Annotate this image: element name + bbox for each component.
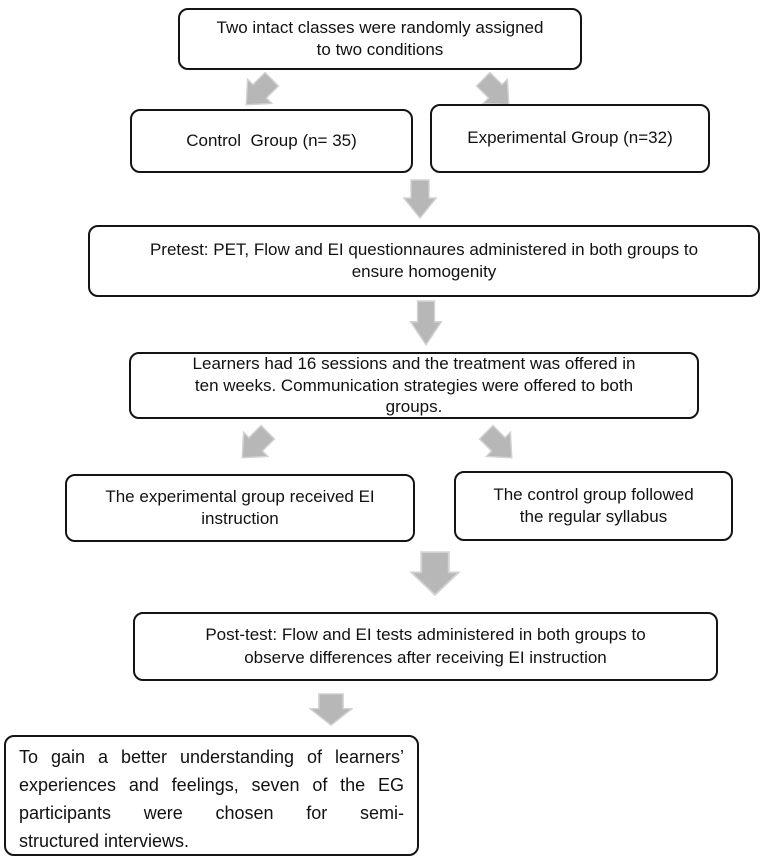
arrow-down-icon: [410, 551, 460, 596]
node-eg-instruction-label: The experimental group received EI instr…: [105, 486, 375, 528]
arrow-down-left-icon: [241, 424, 276, 459]
arrow-down-icon: [402, 179, 438, 219]
node-interviews-line: experiences and feelings, seven of the E…: [19, 775, 404, 795]
node-cg-syllabus-label: The control group followed the regular s…: [493, 484, 694, 526]
node-treatment-label: Learners had 16 sessions and the treatme…: [192, 353, 636, 417]
node-interviews-line: participants were chosen for semi-: [19, 803, 404, 823]
arrow-down-icon: [309, 693, 353, 726]
node-posttest-label: Post-test: Flow and EI tests administere…: [205, 625, 646, 667]
node-treatment: Learners had 16 sessions and the treatme…: [129, 352, 699, 419]
arrow-down-right-icon: [478, 424, 513, 459]
arrow-down-left-icon: [245, 71, 280, 106]
node-control-group: Control Group (n= 35): [130, 109, 413, 173]
node-random-assignment-label: Two intact classes were randomly assigne…: [216, 17, 544, 59]
node-random-assignment: Two intact classes were randomly assigne…: [178, 8, 582, 70]
node-pretest: Pretest: PET, Flow and EI questionnaures…: [88, 225, 760, 297]
node-cg-syllabus: The control group followed the regular s…: [454, 471, 733, 541]
node-eg-instruction: The experimental group received EI instr…: [65, 474, 415, 542]
node-control-group-label: Control Group (n= 35): [186, 130, 357, 150]
arrow-down-icon: [409, 300, 443, 346]
node-interviews-line: To gain a better understanding of learne…: [19, 747, 404, 767]
arrow-down-right-icon: [475, 71, 510, 106]
node-experimental-group-label: Experimental Group (n=32): [467, 128, 673, 148]
node-experimental-group: Experimental Group (n=32): [430, 104, 710, 173]
node-pretest-label: Pretest: PET, Flow and EI questionnaures…: [149, 239, 699, 281]
node-posttest: Post-test: Flow and EI tests administere…: [133, 612, 718, 681]
node-interviews-line: structured interviews.: [19, 831, 190, 851]
node-interviews: To gain a better understanding of learne…: [4, 735, 419, 856]
